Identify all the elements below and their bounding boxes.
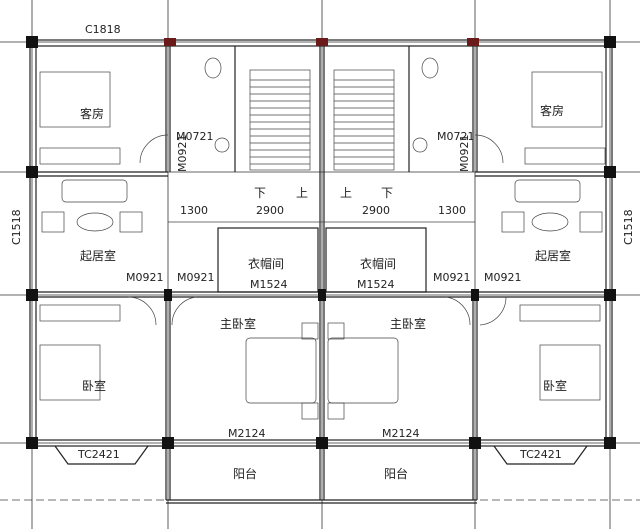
wardrobe <box>39 304 121 322</box>
walls <box>29 39 613 504</box>
door-swing <box>479 296 507 326</box>
toilet <box>421 57 439 79</box>
basin <box>214 137 230 153</box>
door-label: M1524 <box>357 278 395 291</box>
door-label: M1524 <box>250 278 288 291</box>
armchair <box>119 211 143 233</box>
toilet <box>204 57 222 79</box>
window-label: TC2421 <box>77 448 120 461</box>
stair-label: 上 <box>296 186 308 200</box>
door-swing <box>139 134 169 164</box>
wardrobe <box>39 147 121 165</box>
armchair <box>41 211 65 233</box>
coffee-table <box>76 212 114 232</box>
master-bed-left <box>245 337 317 404</box>
armchair <box>579 211 603 233</box>
stair-label: 下 <box>381 186 393 200</box>
door-swing <box>445 296 471 326</box>
door-label: M0921 <box>176 135 189 173</box>
columns <box>26 36 616 449</box>
dimension-label: 1300 <box>180 204 208 217</box>
bed-left <box>39 344 101 401</box>
stairs <box>249 69 395 171</box>
door-swing <box>127 296 157 326</box>
room-label: 起居室 <box>535 248 571 263</box>
door-swing <box>171 296 197 326</box>
door-label: M0721 <box>437 130 475 143</box>
window-label: C1518 <box>622 209 635 245</box>
door-label: M0721 <box>176 130 214 143</box>
room-label: 客房 <box>80 106 104 121</box>
door-label: M0921 <box>484 271 522 284</box>
door-label: M2124 <box>228 427 266 440</box>
sofa <box>61 179 128 203</box>
dimension-label: 2900 <box>256 204 284 217</box>
wardrobe <box>524 147 606 165</box>
room-label: 阳台 <box>233 466 257 481</box>
bed-guest-right <box>531 71 603 128</box>
dimension-label: 1300 <box>438 204 466 217</box>
window-label: C1818 <box>85 23 121 36</box>
basin <box>412 137 428 153</box>
door-label: M0921 <box>433 271 471 284</box>
armchair <box>501 211 525 233</box>
room-label: 起居室 <box>80 248 116 263</box>
furniture <box>39 57 606 420</box>
room-label: 卧室 <box>82 378 106 393</box>
door-label: M0921 <box>458 135 471 173</box>
master-bed-right <box>327 337 399 404</box>
bed-guest-left <box>39 71 111 128</box>
door-swing <box>474 134 504 164</box>
window-label: TC2421 <box>519 448 562 461</box>
window-label: C1518 <box>10 209 23 245</box>
wardrobe <box>519 304 601 322</box>
stair-label: 上 <box>340 186 352 200</box>
door-label: M0921 <box>177 271 215 284</box>
dimension-label: 2900 <box>362 204 390 217</box>
room-label: 阳台 <box>384 466 408 481</box>
door-label: M0921 <box>126 271 164 284</box>
door-label: M2124 <box>382 427 420 440</box>
room-label: 衣帽间 <box>360 256 396 271</box>
coffee-table <box>531 212 569 232</box>
room-label: 衣帽间 <box>248 256 284 271</box>
room-label: 卧室 <box>543 378 567 393</box>
room-label: 客房 <box>540 103 564 118</box>
sofa <box>514 179 581 203</box>
room-label: 主卧室 <box>390 316 426 331</box>
bed-right <box>539 344 601 401</box>
stair-label: 下 <box>254 186 266 200</box>
room-label: 主卧室 <box>220 316 256 331</box>
